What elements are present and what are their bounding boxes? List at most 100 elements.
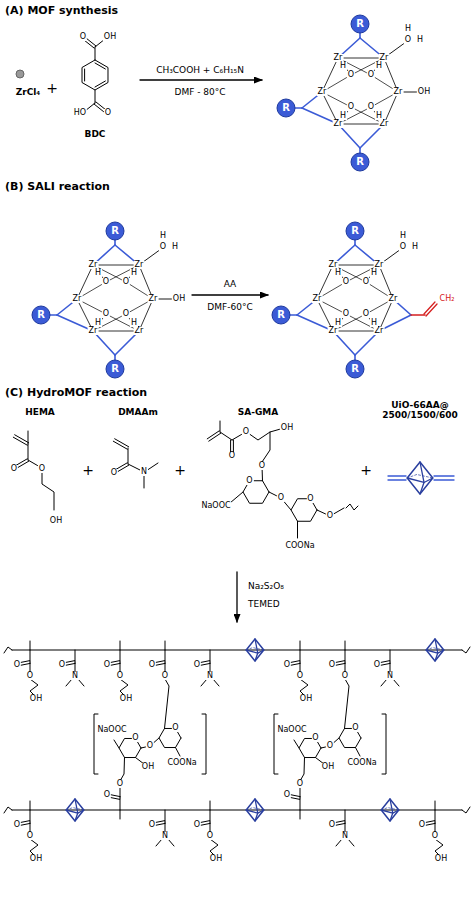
- atom-label: Zr: [379, 120, 390, 128]
- reaction-arrow: [192, 294, 268, 295]
- atom-label: Zr: [134, 327, 145, 335]
- bond-line: [20, 823, 30, 825]
- atom-label: OH: [209, 855, 223, 863]
- mof-octahedron: [390, 799, 393, 821]
- bond-line: [200, 821, 210, 823]
- bond-line: [110, 661, 120, 663]
- bond-line: [28, 431, 29, 444]
- cage-edge: [322, 58, 338, 92]
- atom-label: O: [342, 278, 350, 286]
- benzene-ring: [95, 63, 105, 69]
- bond-line: [297, 521, 298, 538]
- atom-label: O: [206, 832, 214, 840]
- zr-atom-dot: [16, 70, 24, 78]
- atom-label: OH: [29, 695, 43, 703]
- cage-edge: [93, 331, 139, 332]
- atom-label: Zr: [333, 120, 344, 128]
- repeat-bracket: [202, 714, 206, 774]
- methyl-group: [120, 641, 121, 650]
- atom-label: O: [38, 465, 46, 473]
- atom-label: O: [347, 71, 355, 79]
- atom-label: H: [94, 319, 102, 327]
- atom-label: O: [362, 310, 370, 318]
- mof-octahedron: [246, 648, 264, 650]
- atom-label: O: [161, 672, 169, 680]
- atom-label: O: [159, 243, 167, 251]
- mof-octahedron: [246, 639, 264, 661]
- atom-label: OH: [172, 295, 186, 303]
- bond-line: [110, 663, 120, 665]
- atom-label: O: [13, 821, 21, 829]
- atom-label: O: [296, 672, 304, 680]
- bond-line: [155, 663, 165, 665]
- benzene-ring: [82, 60, 108, 90]
- atom-label: H: [411, 243, 419, 251]
- atom-label: Zr: [148, 295, 159, 303]
- methyl-group: [30, 641, 31, 650]
- r-group-circle: [346, 222, 364, 240]
- atom-label: O: [103, 791, 111, 799]
- bond-line: [335, 821, 345, 823]
- atom-label: O: [347, 103, 355, 111]
- atom-label: O: [431, 832, 439, 840]
- mof-octahedron: [66, 810, 84, 813]
- compound-name: BDC: [85, 130, 106, 139]
- atom-label: H: [399, 232, 407, 240]
- atom-label: COONa: [346, 759, 377, 767]
- chain-continuation: [462, 807, 470, 813]
- chain-continuation: [462, 647, 470, 653]
- bond-line: [120, 679, 128, 695]
- chain-continuation: [346, 504, 358, 510]
- atom-label: O: [311, 734, 319, 742]
- bond-line: [114, 740, 119, 748]
- atom-label: Zr: [328, 327, 339, 335]
- bond-line: [230, 492, 243, 503]
- atom-label: O: [79, 33, 87, 41]
- compound-name: SA-GMA: [238, 408, 279, 417]
- cage-edge: [333, 331, 379, 332]
- atom-label: Zr: [388, 295, 399, 303]
- bond-line: [15, 435, 29, 443]
- bond-line: [144, 474, 145, 488]
- atom-label: O: [258, 462, 266, 470]
- bond-line: [345, 679, 350, 729]
- methyl-group: [345, 641, 346, 650]
- r-group-label: R: [277, 310, 285, 320]
- atom-label: O: [193, 661, 201, 669]
- atom-label: Zr: [134, 261, 145, 269]
- methyl-group: [435, 801, 436, 810]
- r-group-label: R: [37, 310, 45, 320]
- atom-label: H: [130, 319, 138, 327]
- bond-line: [294, 740, 299, 748]
- mof-octahedron: [75, 799, 78, 821]
- r-group-label: R: [282, 103, 290, 113]
- atom-label: Zr: [374, 327, 385, 335]
- atom-label: H: [375, 112, 383, 120]
- bond-line: [156, 839, 162, 846]
- bond-line: [381, 679, 387, 686]
- cage-edge: [379, 265, 393, 299]
- panel-title: (B) SALI reaction: [5, 181, 110, 192]
- atom-label: OH: [321, 763, 335, 771]
- atom-label: H: [130, 269, 138, 277]
- r-group-circle: [32, 306, 50, 324]
- bond-line: [335, 663, 345, 665]
- atom-label: N: [206, 672, 214, 680]
- bond-line: [128, 448, 129, 464]
- cage-edge: [139, 265, 153, 299]
- atom-label: Zr: [333, 54, 344, 62]
- chain-continuation: [4, 807, 12, 813]
- compound-name: DMAAm: [118, 408, 158, 417]
- condition-text: Na₂S₂O₈: [247, 582, 285, 591]
- atom-label: N: [161, 832, 169, 840]
- atom-label: Zr: [88, 327, 99, 335]
- benzene-ring: [84, 69, 85, 81]
- atom-label: O: [110, 469, 118, 477]
- atom-label: O: [326, 512, 334, 520]
- bond-line: [380, 663, 390, 665]
- bond-line: [336, 839, 342, 846]
- atom-label: O: [103, 661, 111, 669]
- atom-label: H: [94, 269, 102, 277]
- methyl-group: [120, 810, 121, 819]
